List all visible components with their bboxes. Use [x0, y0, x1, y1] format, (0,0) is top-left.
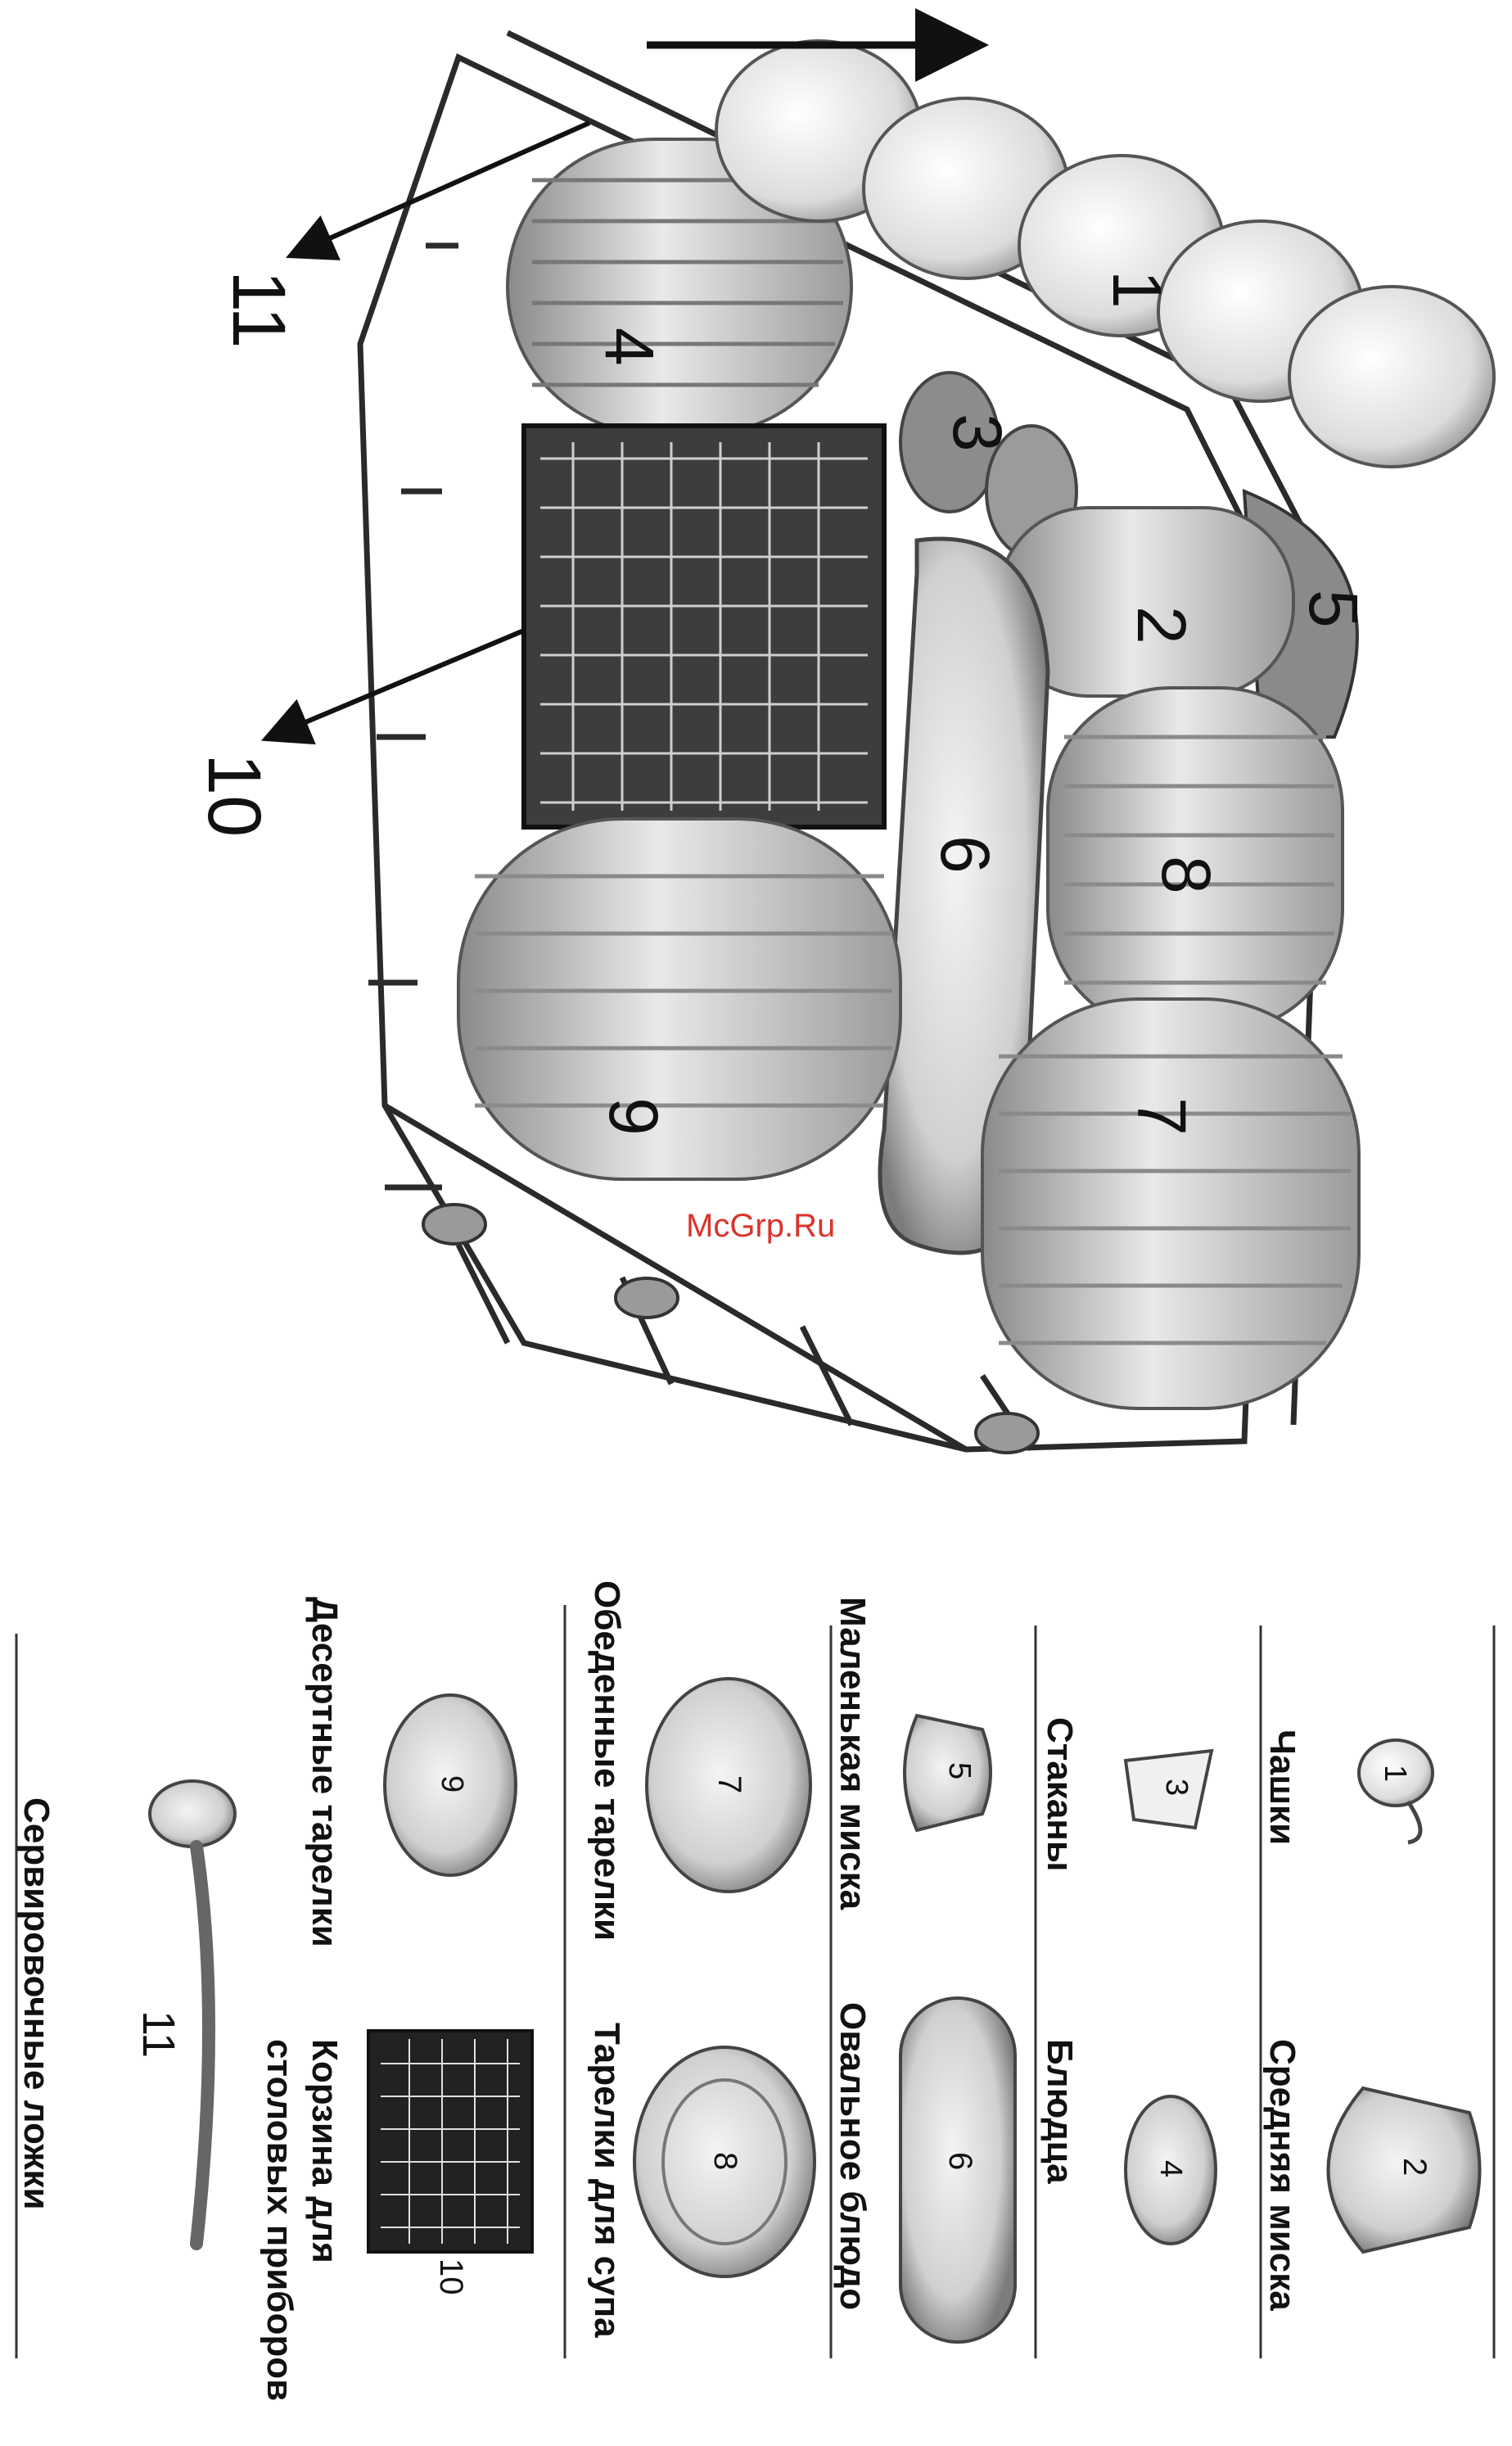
- callout-6: 6: [927, 835, 1004, 874]
- legend-item-dinner-plates: 7 Обеденные тарелки: [587, 1580, 810, 1941]
- legend-label-cups: Чашки: [1262, 1729, 1302, 1845]
- legend-number-serving-spoons: 11: [133, 2010, 185, 2058]
- svg-text:3: 3: [1159, 1779, 1194, 1796]
- legend-item-cutlery-basket: 10 Корзина для столовых приборов: [260, 2031, 532, 2401]
- legend-item-saucers: 4 Блюдца: [1040, 2039, 1216, 2244]
- callout-11: 11: [217, 270, 300, 349]
- legend-number-cutlery-basket: 10: [433, 2258, 469, 2295]
- callout-3: 3: [939, 414, 1016, 452]
- callout-5: 5: [1295, 590, 1372, 628]
- svg-text:1: 1: [1378, 1765, 1412, 1782]
- callout-8: 8: [1148, 856, 1225, 894]
- watermark: McGrp.Ru: [686, 1208, 835, 1244]
- legend-label-small-bowl: Маленькая миска: [833, 1597, 873, 1910]
- legend-item-soup-plates: 8 Тарелки для супа: [587, 2023, 815, 2338]
- callout-7: 7: [1123, 1097, 1200, 1136]
- callout-2: 2: [1123, 606, 1200, 644]
- callout-9: 9: [595, 1097, 672, 1136]
- svg-text:5: 5: [942, 1762, 977, 1779]
- legend: 1 Чашки 2 Средняя миска 3 Стаканы 4: [16, 1580, 1494, 2401]
- wheel: [616, 1278, 678, 1318]
- svg-text:4: 4: [1153, 2160, 1188, 2177]
- legend-item-oval-platter: 6 Овальное блюдо: [833, 1998, 1015, 2342]
- legend-label-serving-spoons: Сервировочные ложки: [16, 1797, 56, 2210]
- legend-label-dessert-plates: Десертные тарелки: [305, 1597, 345, 1947]
- glass-icon: 3: [1126, 1751, 1212, 1828]
- wheel: [976, 1413, 1038, 1453]
- legend-label-cutlery-basket-line1: Корзина для: [305, 2039, 345, 2263]
- legend-label-saucers: Блюдца: [1040, 2039, 1080, 2184]
- legend-item-cups: 1 Чашки: [1262, 1729, 1433, 1845]
- dishwasher-rack-illustration: 1 2 3 4 5 6 7 8 9 10 11 McGrp.Ru: [192, 33, 1494, 1453]
- legend-label-medium-bowl: Средняя миска: [1262, 2039, 1302, 2311]
- legend-label-glasses: Стаканы: [1040, 1717, 1080, 1871]
- saucer-icon: 4: [1126, 2096, 1216, 2244]
- svg-text:6: 6: [942, 2152, 978, 2170]
- callout-1: 1: [1099, 270, 1176, 309]
- legend-item-medium-bowl: 2 Средняя миска: [1262, 2039, 1480, 2311]
- legend-item-glasses: 3 Стаканы: [1040, 1717, 1212, 1871]
- legend-item-dessert-plates: 9 Десертные тарелки: [305, 1597, 516, 1947]
- legend-item-serving-spoons: 11 Сервировочные ложки: [16, 1781, 235, 2244]
- legend-label-oval-platter: Овальное блюдо: [833, 2002, 873, 2310]
- callout-4: 4: [591, 328, 668, 366]
- wheel: [423, 1205, 485, 1244]
- cup-icon: 1: [1359, 1740, 1433, 1842]
- callout-10: 10: [192, 753, 276, 837]
- legend-label-dinner-plates: Обеденные тарелки: [587, 1580, 627, 1941]
- cutlery-basket: [524, 426, 884, 827]
- legend-label-cutlery-basket-line2: столовых приборов: [260, 2039, 300, 2401]
- svg-text:8: 8: [707, 2152, 743, 2170]
- small-bowl-icon: 5: [905, 1716, 991, 1830]
- cutlery-basket-icon: [368, 2031, 532, 2252]
- svg-text:2: 2: [1397, 2158, 1433, 2176]
- dinner-plate-icon: 7: [647, 1679, 810, 1892]
- bowl-icon: 2: [1329, 2088, 1480, 2252]
- dessert-plate-icon: 9: [385, 1695, 516, 1875]
- legend-label-soup-plates: Тарелки для супа: [587, 2023, 627, 2338]
- arrow-cutlery-basket: [270, 631, 524, 737]
- legend-item-small-bowl: 5 Маленькая миска: [833, 1597, 991, 1910]
- svg-text:9: 9: [435, 1775, 469, 1793]
- oval-platter-icon: 6: [900, 1998, 1015, 2342]
- svg-text:7: 7: [711, 1775, 747, 1793]
- soup-plate-icon: 8: [634, 2047, 815, 2276]
- dessert-plates-stack: [458, 819, 900, 1179]
- dinner-plates-stack: [982, 999, 1359, 1408]
